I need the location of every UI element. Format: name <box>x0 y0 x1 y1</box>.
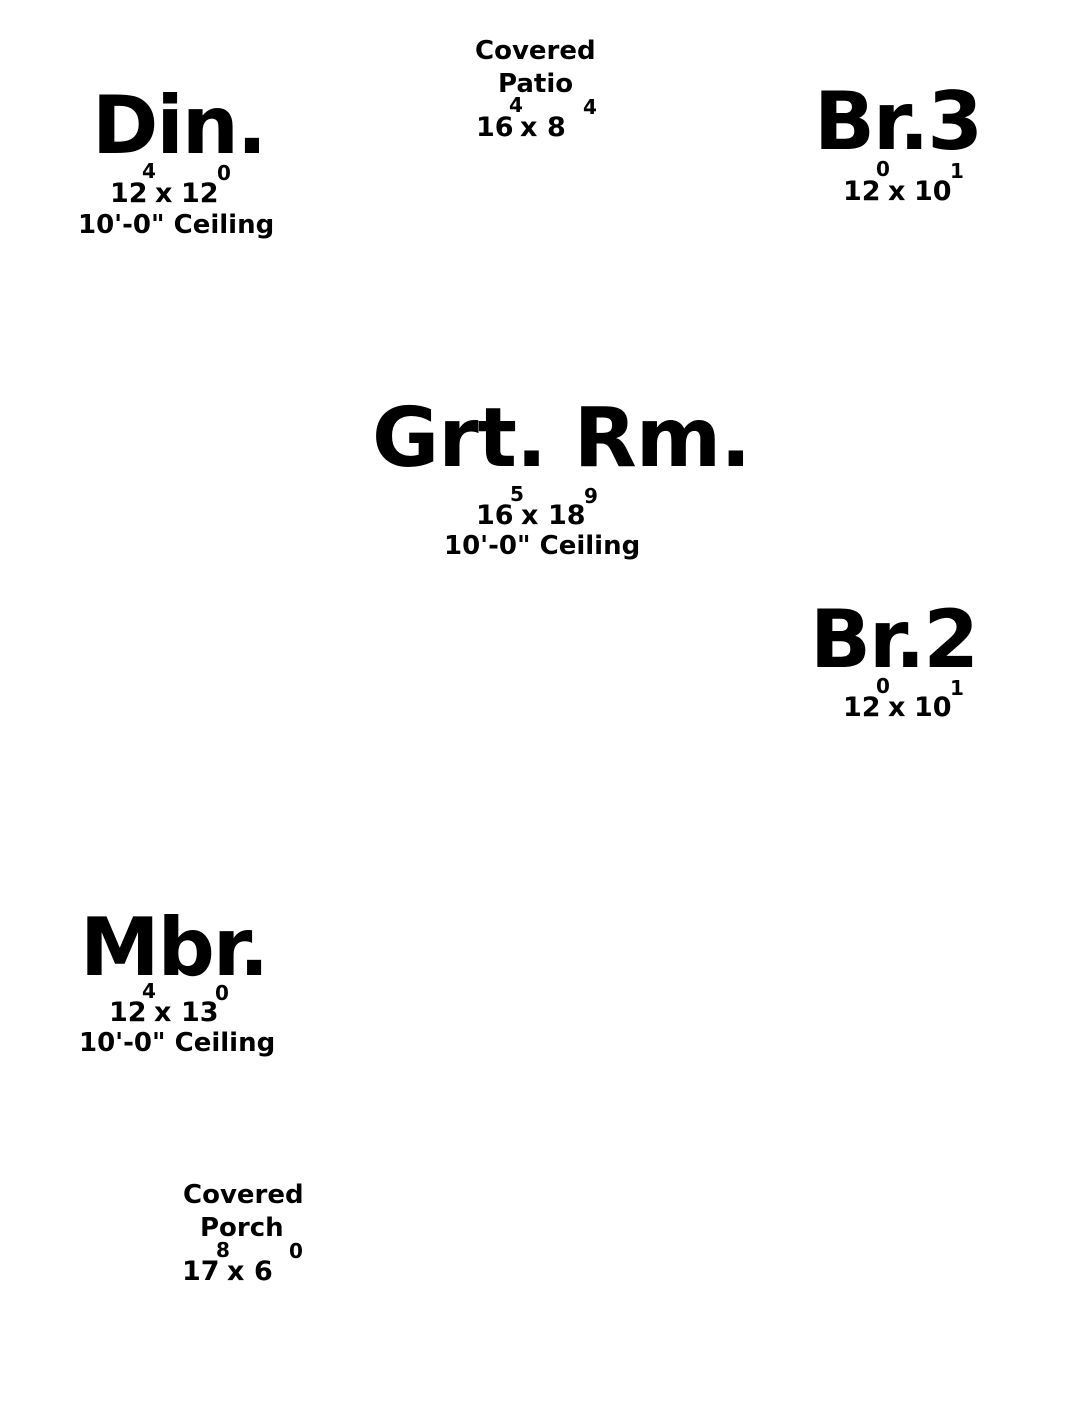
covered-porch-length-feet: 6 <box>254 1256 273 1287</box>
great-room-dimension-separator: x <box>521 500 539 531</box>
bedroom2-length-feet: 10 <box>914 692 952 723</box>
master-bedroom-name: Mbr. <box>80 901 269 994</box>
bedroom3-width-feet: 12 <box>843 176 881 207</box>
covered-porch-width-inches: 8 <box>216 1238 230 1262</box>
bedroom2-width-feet: 12 <box>843 692 881 723</box>
bedroom3-width-inches: 0 <box>876 157 890 181</box>
dining-length-inches: 0 <box>217 161 231 185</box>
covered-patio-length-feet: 8 <box>547 112 566 143</box>
great-room-width-inches: 5 <box>510 482 524 506</box>
covered-porch-name-line1: Covered <box>183 1180 304 1210</box>
covered-patio-name-line2: Patio <box>498 69 574 99</box>
covered-patio-width-inches: 4 <box>509 93 523 117</box>
master-bedroom-width-feet: 12 <box>109 997 147 1028</box>
great-room-length-inches: 9 <box>584 484 598 508</box>
dining-length-feet: 12 <box>181 178 219 209</box>
covered-porch-width-feet: 17 <box>182 1256 220 1287</box>
covered-patio-name-line1: Covered <box>475 36 596 66</box>
great-room-ceiling-height: 10'-0" Ceiling <box>444 531 641 561</box>
master-bedroom-length-inches: 0 <box>215 981 229 1005</box>
dining-room-name: Din. <box>92 79 267 172</box>
dining-dimension-separator: x <box>155 178 173 209</box>
covered-patio-dimension-separator: x <box>520 112 538 143</box>
dining-width-feet: 12 <box>110 178 148 209</box>
master-bedroom-width-inches: 4 <box>142 979 156 1003</box>
bedroom3-length-feet: 10 <box>914 176 952 207</box>
covered-porch-name-line2: Porch <box>200 1213 284 1243</box>
great-room-name: Grt. Rm. <box>372 391 751 486</box>
great-room-length-feet: 18 <box>548 500 586 531</box>
bedroom3-dimension-separator: x <box>888 176 906 207</box>
covered-patio-width-feet: 16 <box>476 112 514 143</box>
covered-porch-dimension-separator: x <box>227 1256 245 1287</box>
master-bedroom-dimension-separator: x <box>154 997 172 1028</box>
bedroom2-dimension-separator: x <box>888 692 906 723</box>
covered-porch-length-inches: 0 <box>289 1239 303 1263</box>
covered-patio-length-inches: 4 <box>583 95 597 119</box>
master-bedroom-ceiling-height: 10'-0" Ceiling <box>79 1028 276 1058</box>
dining-ceiling-height: 10'-0" Ceiling <box>78 210 275 240</box>
bedroom2-width-inches: 0 <box>876 674 890 698</box>
great-room-width-feet: 16 <box>476 500 514 531</box>
bedroom3-name: Br.3 <box>814 75 983 168</box>
dining-width-inches: 4 <box>142 159 156 183</box>
bedroom2-length-inches: 1 <box>950 676 964 700</box>
master-bedroom-length-feet: 13 <box>181 997 219 1028</box>
bedroom3-length-inches: 1 <box>950 159 964 183</box>
bedroom2-name: Br.2 <box>810 593 979 686</box>
